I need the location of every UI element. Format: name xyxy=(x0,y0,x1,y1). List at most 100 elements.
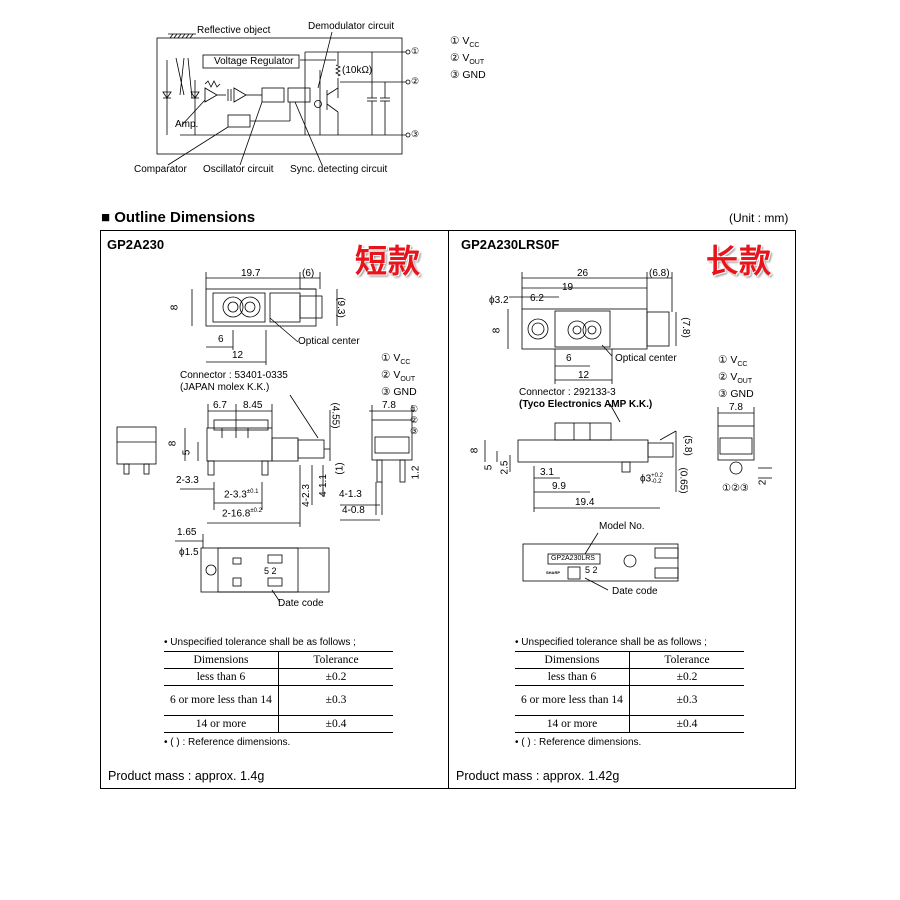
table-cell: 6 or more less than 14 xyxy=(515,685,630,716)
dim-phi-3-2: ϕ3.2 xyxy=(489,295,509,306)
model-no-label: Model No. xyxy=(599,521,645,532)
left-date-code: Date code xyxy=(278,598,324,609)
dim-5-r: 5 xyxy=(483,464,495,471)
dim-7-8-r: 7.8 xyxy=(729,402,743,413)
tol-head-dimensions: Dimensions xyxy=(164,651,279,669)
left-connector-maker: (JAPAN molex K.K.) xyxy=(180,382,270,393)
right-pin-legend: ① VCC ② VOUT ③ GND xyxy=(718,354,754,401)
right-reference-note: • ( ) : Reference dimensions. xyxy=(515,737,642,748)
sharp-logo: SHARP xyxy=(546,570,561,575)
voltage-regulator-label: Voltage Regulator xyxy=(214,56,294,67)
right-connector-maker: (Tyco Electronics AMP K.K.) xyxy=(519,399,653,410)
dim-5-8-ref: (5.8) xyxy=(681,435,693,456)
outline-dimensions-title: ■ Outline Dimensions xyxy=(101,209,256,226)
dim-12-r: 12 xyxy=(578,370,590,381)
pin1-marker: ① xyxy=(411,46,420,56)
left-reference-note: • ( ) : Reference dimensions. xyxy=(164,737,291,748)
dim-19-7: 19.7 xyxy=(241,268,261,279)
dim-26: 26 xyxy=(577,268,589,279)
comparator-label: Comparator xyxy=(134,164,187,175)
left-product-mass: Product mass : approx. 1.4g xyxy=(108,769,265,783)
panel-right xyxy=(448,230,796,789)
right-optical-center: Optical center xyxy=(615,353,677,364)
dim-2-3-3a: 2-3.3 xyxy=(176,475,199,486)
dim-12: 12 xyxy=(232,350,244,361)
dim-6-7: 6.7 xyxy=(213,400,227,411)
table-cell: 14 or more xyxy=(164,715,279,733)
dim-2-5: 2.5 xyxy=(499,460,511,475)
pin3-marker: ③ xyxy=(411,129,420,139)
table-cell: ±0.4 xyxy=(278,715,393,733)
dim-6-8-ref: (6.8) xyxy=(649,268,670,279)
block-pin-legend: ① VCC ② VOUT ③ GND xyxy=(450,35,486,82)
tol-head-tolerance: Tolerance xyxy=(629,651,744,669)
dim-7-8-left: 7.8 xyxy=(382,400,396,411)
dim-9-3: (9.3) xyxy=(334,297,346,318)
dim-8-r-front: 8 xyxy=(469,447,481,454)
dim-8-45: 8.45 xyxy=(243,400,263,411)
left-tolerance-note: • Unspecified tolerance shall be as foll… xyxy=(164,637,356,648)
tol-head-tolerance: Tolerance xyxy=(278,651,393,669)
table-cell: 14 or more xyxy=(515,715,630,733)
right-long-tag: 长款 xyxy=(706,242,773,280)
dim-1-ref: (1) xyxy=(334,462,346,475)
right-bottom-pins: ①②③ xyxy=(722,483,749,494)
right-date-code: Date code xyxy=(612,586,658,597)
pin2-marker: ② xyxy=(411,76,420,86)
right-connector-label: Connector : 292133-3 xyxy=(519,387,616,398)
dim-4-0-8: 4-0.8 xyxy=(342,505,365,516)
dim-phi-1-5: ϕ1.5 xyxy=(179,547,199,558)
left-drawing-lines xyxy=(116,272,414,603)
right-pcb-marks: 5 2 xyxy=(585,565,598,575)
table-cell: ±0.2 xyxy=(278,668,393,686)
dim-6: 6 xyxy=(218,334,224,345)
demodulator-label: Demodulator circuit xyxy=(308,21,395,32)
right-tolerance-note: • Unspecified tolerance shall be as foll… xyxy=(515,637,707,648)
dim-4-1-3: 4-1.3 xyxy=(339,489,362,500)
reflective-object-label: Reflective object xyxy=(197,25,271,36)
tol-head-dimensions: Dimensions xyxy=(515,651,630,669)
left-model-title: GP2A230 xyxy=(107,237,165,252)
right-model-title: GP2A230LRS0F xyxy=(461,237,560,252)
dim-9-9: 9.9 xyxy=(552,481,566,492)
dim-2-3-3b: 2-3.3±0.1 xyxy=(224,489,259,501)
resistor-label: (10kΩ) xyxy=(342,65,373,76)
dim-7-8-ref: (7.8) xyxy=(679,317,691,338)
dim-0-65-ref: (0.65) xyxy=(677,467,689,494)
dim-19-4: 19.4 xyxy=(575,497,595,508)
dim-6-2: 6.2 xyxy=(530,293,544,304)
sync-detect-label: Sync. detecting circuit xyxy=(290,164,388,175)
left-pcb-marks: 5 2 xyxy=(264,566,277,576)
table-cell: ±0.3 xyxy=(278,685,393,716)
oscillator-label: Oscillator circuit xyxy=(203,164,274,175)
right-product-mass: Product mass : approx. 1.42g xyxy=(456,769,620,783)
dim-phi-3: ϕ3+0.2-0.2 xyxy=(640,473,664,485)
table-cell: ±0.2 xyxy=(629,668,744,686)
pcb-model-text: GP2A230LRS xyxy=(551,555,595,562)
left-connector-label: Connector : 53401-0335 xyxy=(180,370,288,381)
table-cell: 6 or more less than 14 xyxy=(164,685,279,716)
dim-19: 19 xyxy=(562,282,574,293)
dim-4-1-1: 4-1.1 xyxy=(317,474,329,497)
table-cell: less than 6 xyxy=(515,668,630,686)
dim-8-front: 8 xyxy=(167,440,179,447)
dim-1-65: 1.65 xyxy=(177,527,197,538)
block-diagram-lines xyxy=(156,31,411,166)
dim-8-r-top: 8 xyxy=(491,327,503,334)
amp-label: Amp. xyxy=(175,119,199,130)
right-drawing-lines xyxy=(484,272,772,591)
optical-center-label: Optical center xyxy=(298,336,360,347)
dim-2-r: 2 xyxy=(757,479,769,486)
unit-label: (Unit : mm) xyxy=(729,211,789,225)
dim-4-55: (4.55) xyxy=(329,402,341,429)
dim-1-2: 1.2 xyxy=(410,465,422,480)
dim-6-r: 6 xyxy=(566,353,572,364)
table-cell: less than 6 xyxy=(164,668,279,686)
table-cell: ±0.4 xyxy=(629,715,744,733)
dim-5-front: 5 xyxy=(181,449,193,456)
dim-8-top: 8 xyxy=(169,304,181,311)
